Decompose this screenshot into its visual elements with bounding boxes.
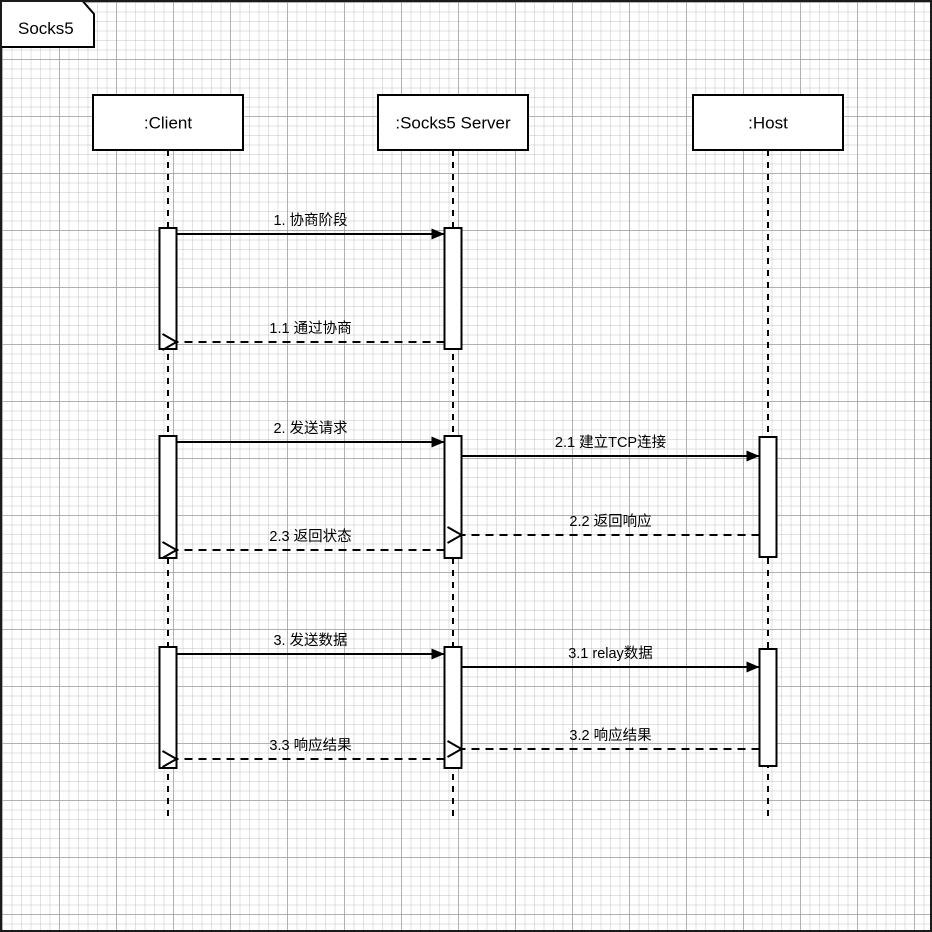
message-m1[interactable]: 1. 协商阶段	[176, 212, 445, 240]
activation-bar-host-4[interactable]	[758, 436, 778, 558]
message-label-m3-2: 3.2 响应结果	[569, 726, 651, 744]
message-m2-2[interactable]: 2.2 返回响应	[447, 512, 760, 544]
lifeline-label-host: :Host	[748, 114, 788, 133]
activations-layer	[158, 227, 778, 769]
message-label-m3-1: 3.1 relay数据	[568, 645, 653, 662]
activation-bar-server-1[interactable]	[443, 227, 463, 350]
lifeline-box-client[interactable]	[92, 94, 244, 151]
message-label-m1: 1. 协商阶段	[273, 212, 347, 229]
message-label-m2-2: 2.2 返回响应	[569, 512, 651, 530]
message-label-m1-1: 1.1 通过协商	[269, 320, 351, 337]
message-arrowhead-m3-2	[447, 740, 464, 758]
message-m3[interactable]: 3. 发送数据	[176, 632, 445, 660]
activation-bar-client-0[interactable]	[158, 227, 178, 350]
lifeline-host[interactable]: :Host	[692, 94, 844, 822]
message-arrowhead-m3-3	[162, 750, 179, 768]
message-label-m2-1: 2.1 建立TCP连接	[555, 434, 666, 451]
message-arrowhead-m2-3	[162, 541, 179, 559]
message-m2-1[interactable]: 2.1 建立TCP连接	[461, 434, 760, 462]
message-arrowhead-m2	[431, 436, 445, 448]
message-m2-3[interactable]: 2.3 返回状态	[162, 528, 445, 559]
lifeline-box-server[interactable]	[377, 94, 529, 151]
message-arrowhead-m3	[431, 648, 445, 660]
frame-label: Socks5	[2, 2, 95, 48]
lifeline-label-client: :Client	[144, 114, 192, 133]
message-label-m3: 3. 发送数据	[273, 632, 347, 649]
lifelines-layer: :Client :Socks5 Server :Host	[92, 94, 844, 822]
activation-bar-server-6[interactable]	[443, 646, 463, 769]
message-arrowhead-m1-1	[162, 333, 179, 351]
message-m1-1[interactable]: 1.1 通过协商	[162, 320, 445, 351]
lifeline-label-server: :Socks5 Server	[395, 114, 511, 133]
message-label-m2: 2. 发送请求	[273, 420, 348, 437]
message-m3-2[interactable]: 3.2 响应结果	[447, 726, 760, 758]
frame-label-text: Socks5	[18, 19, 74, 38]
message-arrowhead-m2-1	[746, 450, 760, 462]
message-arrowhead-m1	[431, 228, 445, 240]
message-label-m3-3: 3.3 响应结果	[269, 736, 351, 754]
message-arrowhead-m3-1	[746, 661, 760, 673]
message-m2[interactable]: 2. 发送请求	[176, 420, 445, 448]
lifeline-box-host[interactable]	[692, 94, 844, 151]
activation-bar-client-2[interactable]	[158, 435, 178, 559]
message-m3-1[interactable]: 3.1 relay数据	[461, 645, 760, 673]
frame-label-pentagon	[2, 2, 95, 48]
message-m3-3[interactable]: 3.3 响应结果	[162, 736, 445, 768]
activation-bar-client-5[interactable]	[158, 646, 178, 769]
messages-layer: 1. 协商阶段 1.1 通过协商 2. 发送请求 2.1 建立TCP连接 2.2 返回响…	[162, 212, 760, 768]
message-arrowhead-m2-2	[447, 526, 464, 544]
activation-bar-host-7[interactable]	[758, 648, 778, 767]
message-label-m2-3: 2.3 返回状态	[269, 528, 351, 545]
